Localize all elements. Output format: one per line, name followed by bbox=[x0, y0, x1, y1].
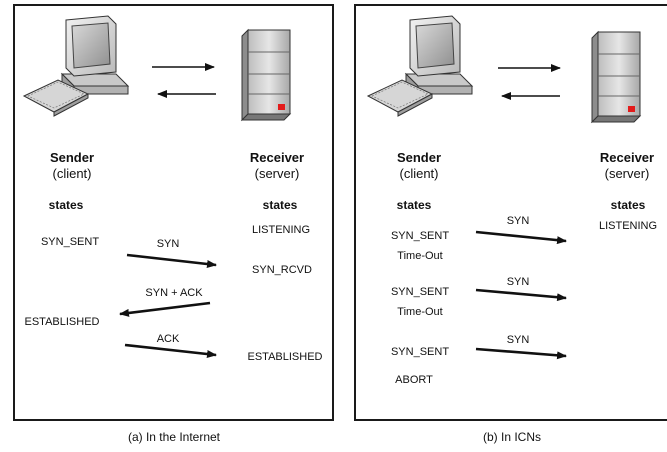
sender-title: Sender bbox=[49, 150, 95, 165]
receiver-title: Receiver bbox=[599, 150, 655, 165]
sender-state: SYN_SENT bbox=[390, 230, 450, 242]
sender-state: ESTABLISHED bbox=[24, 316, 100, 328]
server-icon bbox=[240, 28, 292, 122]
receiver-state: ESTABLISHED bbox=[247, 351, 323, 363]
sender-state: SYN_SENT bbox=[390, 346, 450, 358]
sender-state: SYN_SENT bbox=[390, 286, 450, 298]
server-icon bbox=[590, 30, 642, 124]
sender-states-label: states bbox=[48, 198, 84, 212]
sender-state: SYN_SENT bbox=[40, 236, 100, 248]
receiver-title: Receiver bbox=[249, 150, 305, 165]
receiver-states-label: states bbox=[262, 198, 298, 212]
syn-arrow-2 bbox=[475, 288, 567, 302]
message-label: SYN bbox=[506, 215, 530, 227]
message-label: SYN bbox=[506, 276, 530, 288]
ack-arrow bbox=[124, 343, 217, 358]
sender-state: Time-Out bbox=[397, 306, 443, 318]
syn-arrow bbox=[126, 253, 217, 268]
sender-subtitle: (client) bbox=[52, 166, 92, 181]
message-label: SYN bbox=[156, 238, 180, 250]
receiver-state: SYN_RCVD bbox=[252, 264, 312, 276]
computer-icon bbox=[22, 15, 130, 117]
receiver-state: LISTENING bbox=[251, 224, 311, 236]
receiver-subtitle: (server) bbox=[604, 166, 650, 181]
syn-ack-arrow bbox=[119, 301, 211, 317]
receiver-state: LISTENING bbox=[598, 220, 658, 232]
message-label: ACK bbox=[156, 333, 180, 345]
computer-icon bbox=[366, 15, 474, 117]
message-label: SYN + ACK bbox=[145, 287, 203, 299]
receiver-subtitle: (server) bbox=[254, 166, 300, 181]
sender-title: Sender bbox=[396, 150, 442, 165]
message-label: SYN bbox=[506, 334, 530, 346]
syn-arrow-3 bbox=[475, 347, 567, 360]
sender-state: ABORT bbox=[395, 374, 433, 386]
sender-state: Time-Out bbox=[397, 250, 443, 262]
caption-a: (a) In the Internet bbox=[127, 430, 221, 444]
sender-subtitle: (client) bbox=[399, 166, 439, 181]
caption-b: (b) In ICNs bbox=[482, 430, 542, 444]
receiver-states-label: states bbox=[610, 198, 646, 212]
syn-arrow-1 bbox=[475, 230, 567, 245]
sender-states-label: states bbox=[396, 198, 432, 212]
